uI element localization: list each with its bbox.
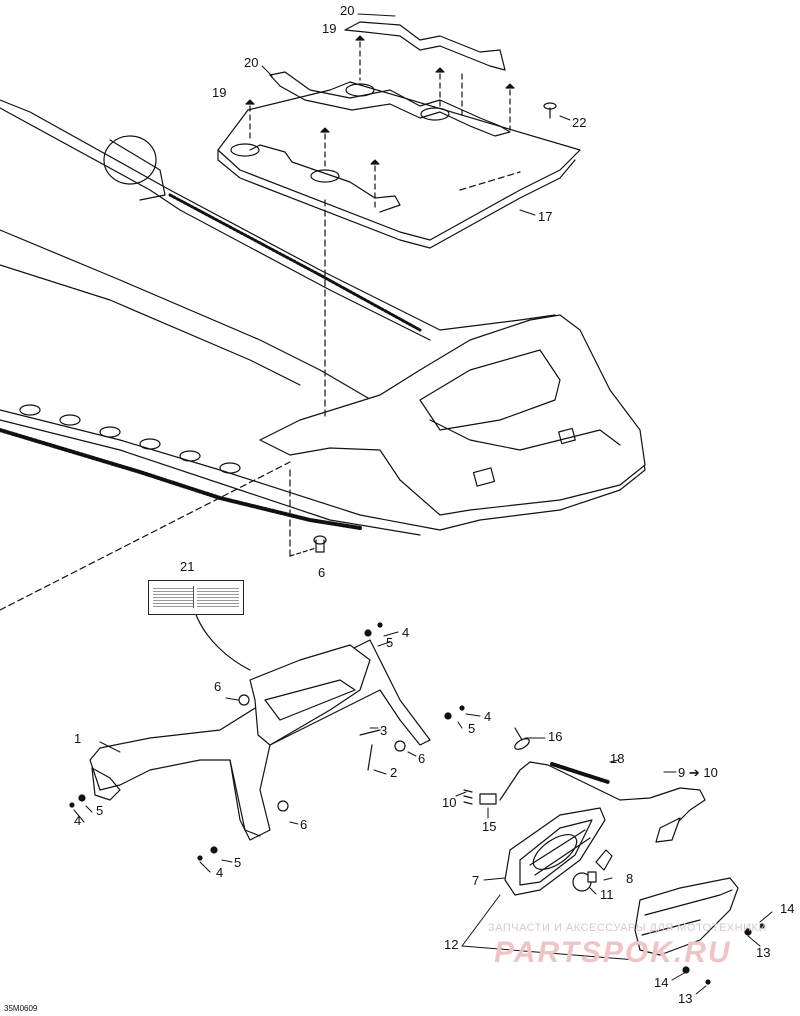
callout-20-lower: 20 xyxy=(244,55,259,70)
callout-7: 7 xyxy=(472,873,480,888)
callout-4-b: 4 xyxy=(484,709,492,724)
callout-9-10: 9 ➔ 10 xyxy=(678,765,718,780)
fastener-marks xyxy=(320,67,515,211)
callout-4-c: 4 xyxy=(216,865,224,880)
callout-19-upper: 19 xyxy=(322,21,337,36)
decal-21 xyxy=(148,580,244,615)
gasket-20-upper xyxy=(344,21,506,71)
callout-3: 3 xyxy=(380,723,388,738)
spring-18-icon xyxy=(550,762,610,784)
wiring-harness-9 xyxy=(499,761,706,843)
callout-6-c: 6 xyxy=(300,817,308,832)
callout-22: 22 xyxy=(572,115,587,130)
bumper-screws xyxy=(69,622,465,861)
screw-22-icon xyxy=(543,102,557,119)
screw-19-upper-icon xyxy=(355,35,365,81)
callout-13-right: 13 xyxy=(756,945,771,960)
callout-5-b: 5 xyxy=(468,721,476,736)
callout-12: 12 xyxy=(444,937,459,952)
callout-13-bottom: 13 xyxy=(678,991,693,1006)
leader-lines xyxy=(73,13,773,995)
callout-17: 17 xyxy=(538,209,553,224)
callout-8: 8 xyxy=(626,871,634,886)
gasket-20-lower xyxy=(269,71,511,137)
cable-tie-16-icon xyxy=(514,727,530,750)
cover-plate-17 xyxy=(217,81,581,249)
callout-6-a: 6 xyxy=(214,679,222,694)
callout-21: 21 xyxy=(180,559,195,574)
chassis-tunnel xyxy=(0,99,646,611)
callout-5-c: 5 xyxy=(234,855,242,870)
watermark-tagline: ЗАПЧАСТИ И АКСЕССУАРЫ ДЛЯ МОТОТЕХНИКИ xyxy=(488,922,767,934)
callout-11: 11 xyxy=(600,887,614,902)
watermark-logo: PARTSPOK.RU xyxy=(494,936,732,969)
callout-4-a: 4 xyxy=(402,625,410,640)
tail-light-housing-7 xyxy=(504,807,606,896)
screws-13-14 xyxy=(682,923,765,985)
tail-light-lens-12 xyxy=(634,877,739,956)
connector-15-icon xyxy=(463,789,497,805)
callout-15: 15 xyxy=(482,819,497,834)
rear-bumper-1 xyxy=(89,611,431,841)
callout-19-lower: 19 xyxy=(212,85,227,100)
callout-14-right: 14 xyxy=(780,901,795,916)
callout-5-d: 5 xyxy=(96,803,104,818)
callout-10: 10 xyxy=(442,795,457,810)
callout-5-a: 5 xyxy=(386,635,394,650)
bracket-8 xyxy=(595,849,613,871)
bulb-11-icon xyxy=(572,871,597,892)
callout-1: 1 xyxy=(74,731,82,746)
callout-18: 18 xyxy=(610,751,625,766)
callout-16: 16 xyxy=(548,729,563,744)
callout-14-bottom: 14 xyxy=(654,975,669,990)
callout-2: 2 xyxy=(390,765,398,780)
callout-6-b: 6 xyxy=(418,751,426,766)
callout-6-top: 6 xyxy=(318,565,326,580)
screw-19-lower-icon xyxy=(245,99,255,141)
callout-20-upper: 20 xyxy=(340,3,355,18)
bolt-6-icon xyxy=(289,535,327,557)
callout-4-d: 4 xyxy=(74,813,82,828)
drawing-code: 35M0609 xyxy=(4,1004,38,1013)
